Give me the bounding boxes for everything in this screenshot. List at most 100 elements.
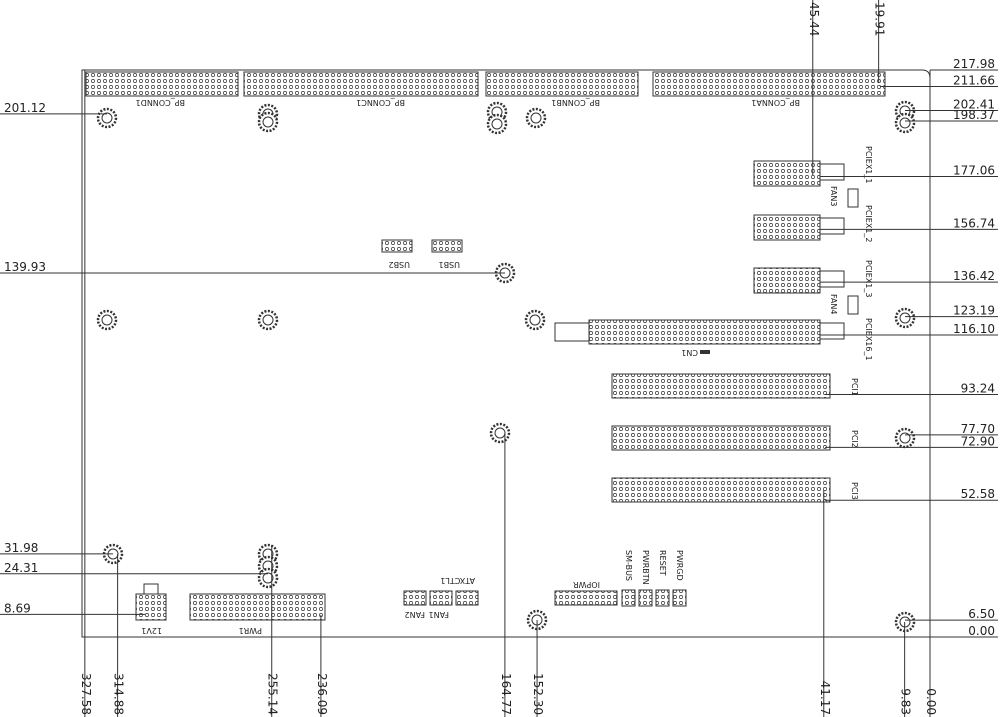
pci1-label: PCI1 <box>850 378 859 396</box>
pci3-label: PCI3 <box>850 482 859 500</box>
pciex1-3-slot <box>753 267 821 294</box>
atxctl1-header <box>455 590 479 606</box>
pciex1-2-label: PCIEX1_2 <box>864 205 873 242</box>
dimension-label: 31.98 <box>4 541 38 555</box>
dimension-label: 72.90 <box>961 434 995 448</box>
dimension-label: 201.12 <box>4 101 46 115</box>
mounting-hole <box>894 427 916 449</box>
pciex1-2-latch <box>819 217 845 235</box>
iopwr-header <box>554 590 618 606</box>
bp-connd1-connector <box>85 71 239 97</box>
board-outline <box>81 69 931 638</box>
pwrgd-header <box>672 589 687 607</box>
dimension-label: 41.17 <box>818 681 832 715</box>
usb2-label: USB2 <box>388 260 410 269</box>
dimension-label: 164.77 <box>499 673 513 715</box>
dimension-label: 123.19 <box>953 304 995 318</box>
mounting-hole <box>257 309 279 331</box>
fan4-label: FAN4 <box>829 294 838 314</box>
pwr1-connector <box>189 593 326 621</box>
pciex1-1-label: PCIEX1_1 <box>864 146 873 183</box>
fan1-header <box>429 590 453 606</box>
cn1-jumper <box>700 350 710 354</box>
pciex16-1-latch <box>554 322 590 342</box>
pciex16-1-slot <box>588 319 821 345</box>
pciex16-1-latch <box>819 322 845 340</box>
dimension-label: 198.37 <box>953 108 995 122</box>
pci-slots: PCI1 PCI2 PCI3 <box>611 373 859 503</box>
dimension-label: 45.44 <box>807 2 821 36</box>
bp-connectors: BP_CONND1 BP_CONNC1 BP_CONNB1 BP_CONNA1 <box>85 71 886 107</box>
pciex1-3-label: PCIEX1_3 <box>864 260 873 297</box>
bp-connd1-label: BP_CONND1 <box>136 98 185 107</box>
pwrbtn-label: PWRBTN <box>641 550 650 585</box>
usb2-header <box>381 239 413 253</box>
fan2-header <box>403 590 427 606</box>
dimension-label: 255.14 <box>266 673 280 715</box>
dimension-label: 0.00 <box>924 688 938 715</box>
reset-header <box>655 589 670 607</box>
cn1-label: CN1 <box>681 348 698 357</box>
fan3-header <box>847 188 859 208</box>
sm-bus-label: SM-BUS <box>624 550 633 581</box>
dimension-label: 0.00 <box>968 624 995 638</box>
dimension-label: 327.58 <box>79 673 93 715</box>
bp-conna1-label: BP_CONNA1 <box>751 98 800 107</box>
bp-connb1-connector <box>485 71 639 97</box>
pcie-x1-slots: PCIEX1_1 FAN3 PCIEX1_2 PCIEX1_3 FAN4 <box>753 146 873 315</box>
bp-connc1-label: BP_CONNC1 <box>356 98 405 107</box>
fan4-header <box>847 295 859 315</box>
bp-connb1-label: BP_CONNB1 <box>551 98 600 107</box>
iopwr-label: IOPWR <box>573 580 600 589</box>
12v1-connector <box>135 593 167 621</box>
pciex1-1-latch <box>819 163 845 181</box>
dimension-label: 177.06 <box>953 163 995 177</box>
dimension-label: 152.30 <box>531 673 545 715</box>
reset-label: RESET <box>658 550 667 576</box>
pwrbtn-header <box>638 589 653 607</box>
dimension-label: 217.98 <box>953 57 995 71</box>
pciex1-3-latch <box>819 270 845 288</box>
mounting-hole <box>96 309 118 331</box>
mounting-hole <box>894 307 916 329</box>
mounting-hole <box>486 113 508 135</box>
dimension-label: 211.66 <box>953 73 995 87</box>
12v1-label: 12V1 <box>141 626 162 635</box>
fan3-label: FAN3 <box>829 186 838 206</box>
sm-bus-header <box>621 589 636 607</box>
pci2-label: PCI2 <box>850 430 859 448</box>
bp-connc1-connector <box>243 71 479 97</box>
pci1-slot <box>611 373 831 399</box>
mounting-hole <box>257 567 279 589</box>
mounting-hole <box>524 309 546 331</box>
dimension-label: 116.10 <box>953 322 995 336</box>
dimension-label: 6.50 <box>968 607 995 621</box>
pciex1-2-slot <box>753 214 821 241</box>
mounting-hole <box>96 107 118 129</box>
dimension-label: 52.58 <box>961 487 995 501</box>
atxctl1-label: ATXCTL1 <box>440 576 475 585</box>
pci3-slot <box>611 477 831 503</box>
dimension-label: 139.93 <box>4 260 46 274</box>
fan2-label: FAN2 <box>405 610 425 619</box>
pciex16-1-label: PCIEX16_1 <box>864 318 873 361</box>
usb1-label: USB1 <box>438 260 460 269</box>
dimension-label: 19.91 <box>873 2 887 36</box>
dimension-label: 8.69 <box>4 601 31 615</box>
pciex1-1-slot <box>753 160 821 187</box>
pwr1-label: PWR1 <box>239 626 262 635</box>
dimension-label: 93.24 <box>961 381 995 395</box>
12v1-latch <box>143 583 159 595</box>
fan1-label: FAN1 <box>429 610 449 619</box>
usb1-header <box>431 239 463 253</box>
dimension-label: 77.70 <box>961 422 995 436</box>
mounting-hole <box>894 112 916 134</box>
dimension-label: 202.41 <box>953 98 995 112</box>
mounting-hole <box>257 111 279 133</box>
dimension-label: 236.09 <box>315 673 329 715</box>
mounting-hole <box>489 422 511 444</box>
bp-conna1-connector <box>652 71 886 97</box>
dimension-label: 314.88 <box>112 673 126 715</box>
